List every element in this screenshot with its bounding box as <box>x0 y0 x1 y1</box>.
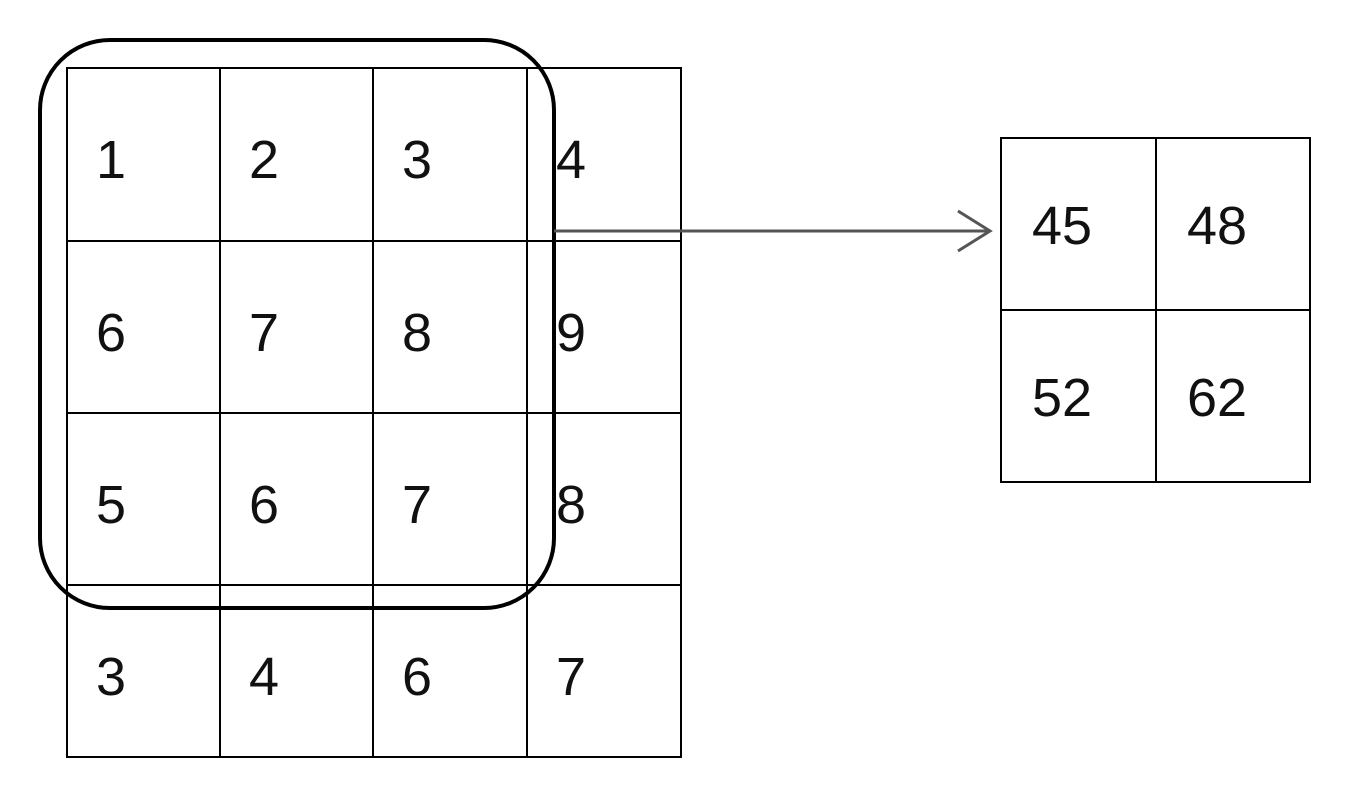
input-cell-value: 6 <box>249 475 280 535</box>
input-cell: 9 <box>528 242 682 414</box>
output-cell-value: 52 <box>1032 368 1093 428</box>
input-cell: 6 <box>68 242 221 414</box>
input-cell: 7 <box>528 586 682 758</box>
input-matrix: 1 2 3 4 6 7 8 9 5 6 7 8 3 4 6 7 <box>66 67 682 758</box>
output-cell: 48 <box>1157 139 1311 311</box>
input-cell: 8 <box>528 414 682 586</box>
input-cell-value: 6 <box>402 647 433 707</box>
input-cell: 4 <box>221 586 374 758</box>
output-cell-value: 45 <box>1032 196 1093 256</box>
input-cell-value: 2 <box>249 130 280 190</box>
input-cell-value: 9 <box>556 303 587 363</box>
input-cell-value: 3 <box>96 647 127 707</box>
input-cell-value: 7 <box>556 647 587 707</box>
input-cell-value: 3 <box>402 130 433 190</box>
output-cell-value: 48 <box>1187 196 1248 256</box>
input-cell: 6 <box>374 586 528 758</box>
arrow-head-icon <box>957 209 993 253</box>
input-cell-value: 7 <box>402 475 433 535</box>
input-cell: 6 <box>221 414 374 586</box>
input-cell: 2 <box>221 69 374 242</box>
input-cell: 5 <box>68 414 221 586</box>
input-cell: 7 <box>374 414 528 586</box>
input-cell: 3 <box>68 586 221 758</box>
output-matrix: 45 48 52 62 <box>1000 137 1311 483</box>
input-cell: 1 <box>68 69 221 242</box>
output-cell: 52 <box>1002 311 1157 483</box>
input-cell-value: 6 <box>96 303 127 363</box>
input-cell: 3 <box>374 69 528 242</box>
input-cell-value: 4 <box>249 647 280 707</box>
input-cell-value: 7 <box>249 303 280 363</box>
output-cell: 45 <box>1002 139 1157 311</box>
input-cell-value: 8 <box>556 475 587 535</box>
input-cell: 7 <box>221 242 374 414</box>
input-cell-value: 8 <box>402 303 433 363</box>
output-cell-value: 62 <box>1187 368 1248 428</box>
output-cell: 62 <box>1157 311 1311 483</box>
input-cell-value: 4 <box>556 130 587 190</box>
input-cell-value: 1 <box>96 130 127 190</box>
input-cell-value: 5 <box>96 475 127 535</box>
input-cell: 8 <box>374 242 528 414</box>
input-cell: 4 <box>528 69 682 242</box>
